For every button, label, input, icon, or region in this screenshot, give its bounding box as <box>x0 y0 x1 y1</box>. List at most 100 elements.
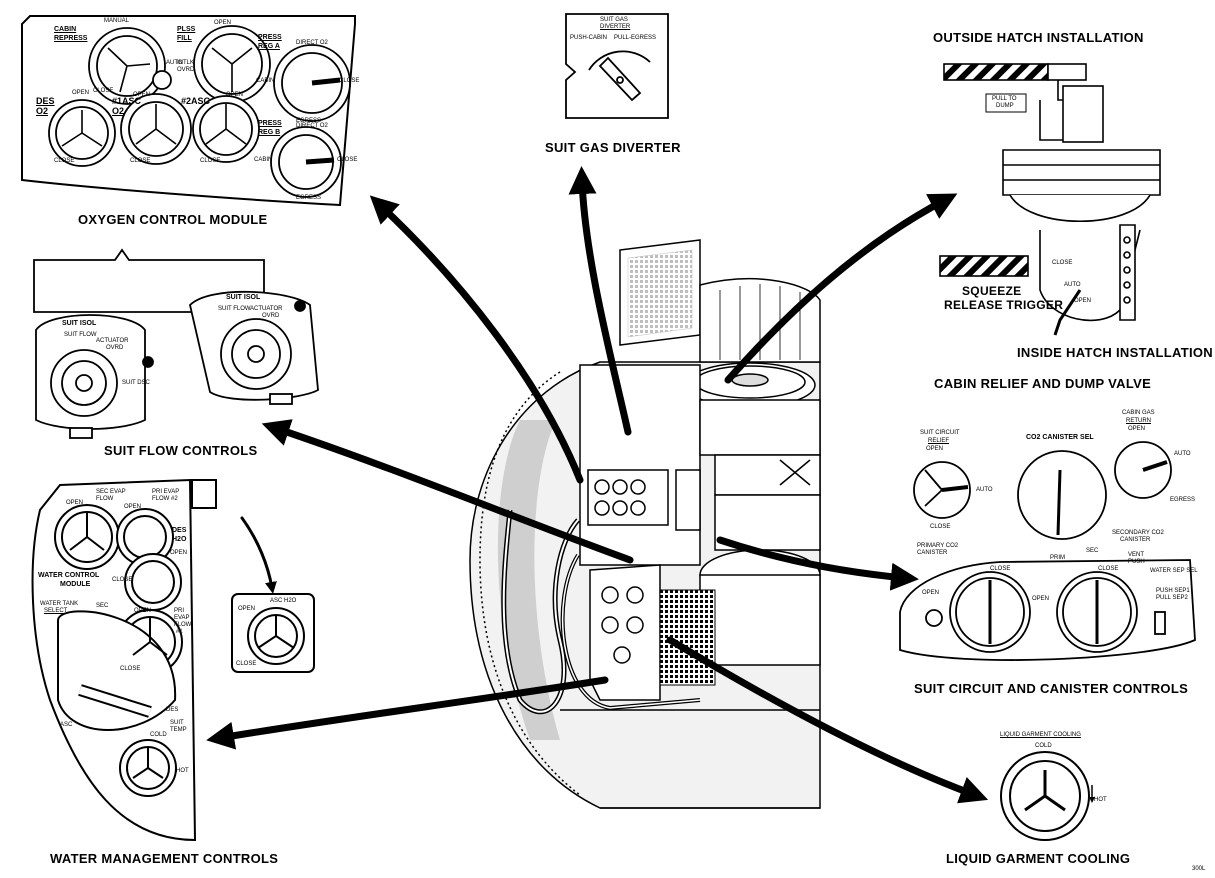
suit-relief-label-1: SUIT CIRCUIT <box>920 430 960 436</box>
water-management-title: WATER MANAGEMENT CONTROLS <box>50 851 279 866</box>
water-open-label-2: OPEN <box>124 504 142 510</box>
oxygen-module-title: OXYGEN CONTROL MODULE <box>78 212 268 227</box>
reg-b-cabin-label: CABIN <box>254 157 273 163</box>
squeeze-label-1: SQUEEZE <box>962 284 1022 298</box>
lgc-hot-label: HOT <box>1094 797 1107 803</box>
arrow-suit-flow <box>261 419 634 564</box>
lgc-header-label: LIQUID GARMENT COOLING <box>1000 732 1081 738</box>
des-o2-label-2: O2 <box>36 106 49 116</box>
relief-open-label: OPEN <box>926 446 944 452</box>
suit-gas-push-label: PUSH-CABIN <box>570 35 608 41</box>
cabin-relief-title: CABIN RELIEF AND DUMP VALVE <box>934 376 1152 391</box>
suit-temp-label-2: TEMP <box>170 727 187 733</box>
cabin-gas-label-1: CABIN GAS <box>1122 410 1155 416</box>
water-des-label: DES <box>166 707 179 713</box>
cabin-repress-label-2: REPRESS <box>54 35 88 42</box>
water-hot-label: HOT <box>176 768 189 774</box>
intlk-label-1: INTLK <box>177 60 195 66</box>
oxygen-panel <box>21 15 356 207</box>
relief-auto-label: AUTO <box>976 487 993 493</box>
sec-evap-label-1: SEC EVAP <box>96 489 126 495</box>
pri-evap-label-2: FLOW #2 <box>152 496 178 502</box>
primary-close-label: CLOSE <box>990 566 1011 572</box>
reg-b-close-label: CLOSE <box>337 157 358 163</box>
water-close-label-2: CLOSE <box>120 666 141 672</box>
plss-fill-label-2: FILL <box>177 35 192 42</box>
sec-evap-label-2: FLOW <box>96 496 114 502</box>
asc-h2o-open-label: OPEN <box>238 606 256 612</box>
water-tank-label-2: SELECT <box>44 608 68 614</box>
cabin-gas-egress-label: EGRESS <box>1170 497 1196 503</box>
suit-dsc-label-left: SUIT DSC <box>122 380 150 386</box>
press-reg-a-label-1: PRESS <box>258 34 282 41</box>
cabin-gas-open-label: OPEN <box>1128 426 1146 432</box>
arrow-lgc <box>666 636 989 804</box>
co2-sel-label: CO2 CANISTER SEL <box>1026 434 1094 441</box>
cabin-repress-label-1: CABIN <box>54 26 77 33</box>
pri-evap-b-label-2: EVAP <box>174 615 190 621</box>
reg-a-direct-label: DIRECT O2 <box>296 40 328 46</box>
cabin-gas-auto-label: AUTO <box>1174 451 1191 457</box>
asc1-label-2: O2 <box>112 106 125 116</box>
hatch-open-label: OPEN <box>1074 298 1092 304</box>
arrow-asc-h2o <box>240 516 277 594</box>
asc-h2o-label: ASC H2O <box>270 598 297 604</box>
lgc-cold-label: COLD <box>1035 743 1052 749</box>
water-tank-label-1: WATER TANK <box>40 601 79 607</box>
water-open-label-1: OPEN <box>66 500 84 506</box>
callout-arrows <box>206 166 989 804</box>
auto-label: AUTO <box>166 60 183 66</box>
asc2-label: #2ASC <box>181 96 211 106</box>
hatch-close-label: CLOSE <box>1052 260 1073 266</box>
suit-circuit-title: SUIT CIRCUIT AND CANISTER CONTROLS <box>914 681 1189 696</box>
hatch-auto-label: AUTO <box>1064 282 1081 288</box>
water-module-label-1: WATER CONTROL <box>38 572 100 579</box>
oxygen-close-label-1: CLOSE <box>93 88 114 94</box>
pull-dump-label-2: DUMP <box>996 103 1014 109</box>
water-asc-label: ASC <box>60 722 73 728</box>
asc1-open-label: OPEN <box>133 92 151 98</box>
vent-label: VENT <box>1128 552 1145 558</box>
cabin-illustration <box>469 239 821 809</box>
reg-b-egress-label: EGRESS <box>296 195 322 201</box>
push-sep-label-2: PULL SEP2 <box>1156 595 1188 601</box>
sec-label: SEC <box>1086 548 1099 554</box>
arrow-oxygen <box>369 195 584 484</box>
suit-isol-label-right: SUIT ISOL <box>226 294 261 301</box>
manual-label: MANUAL <box>104 18 130 24</box>
asc2-close-label: CLOSE <box>200 158 221 164</box>
lgc-panel <box>1000 751 1095 841</box>
suit-gas-title: SUIT GAS DIVERTER <box>545 140 681 155</box>
vent-push-label: PUSH <box>1128 559 1145 565</box>
suit-flow-panel <box>33 248 319 439</box>
primary-open-label: OPEN <box>922 590 940 596</box>
suit-flow-title: SUIT FLOW CONTROLS <box>104 443 258 458</box>
intlk-label-2: OVRD <box>177 67 195 73</box>
asc-h2o-close-label: CLOSE <box>236 661 257 667</box>
asc1-close-label: CLOSE <box>130 158 151 164</box>
suit-flow-label-right: SUIT FLOW <box>218 306 251 312</box>
suit-isol-label-left: SUIT ISOL <box>62 320 97 327</box>
primary-co2-label-2: CANISTER <box>917 550 948 556</box>
inside-hatch-label: INSIDE HATCH INSTALLATION <box>1017 345 1213 360</box>
pull-dump-label-1: PULL TO <box>992 96 1017 102</box>
des-h2o-label-1: DES <box>172 527 187 534</box>
plss-open-label: OPEN <box>214 20 232 26</box>
arrow-suit-gas <box>568 166 632 436</box>
actuator-label-right: ACTUATOR <box>250 306 283 312</box>
pri-evap-b-label-1: PRI <box>174 608 185 614</box>
reg-b-direct-label: DIRECT O2 <box>296 123 328 129</box>
reg-a-close-label: CLOSE <box>339 78 360 84</box>
water-module-label-2: MODULE <box>60 581 91 588</box>
des-o2-close-label: CLOSE <box>54 158 75 164</box>
arrow-hatch <box>724 193 958 384</box>
figure-id: 300L <box>1192 866 1206 872</box>
relief-close-label: CLOSE <box>930 524 951 530</box>
secondary-co2-label-2: CANISTER <box>1120 537 1151 543</box>
lgc-title: LIQUID GARMENT COOLING <box>946 851 1131 866</box>
arrow-canister <box>716 536 919 591</box>
actuator-label-left: ACTUATOR <box>96 338 129 344</box>
secondary-open-label: OPEN <box>1032 596 1050 602</box>
